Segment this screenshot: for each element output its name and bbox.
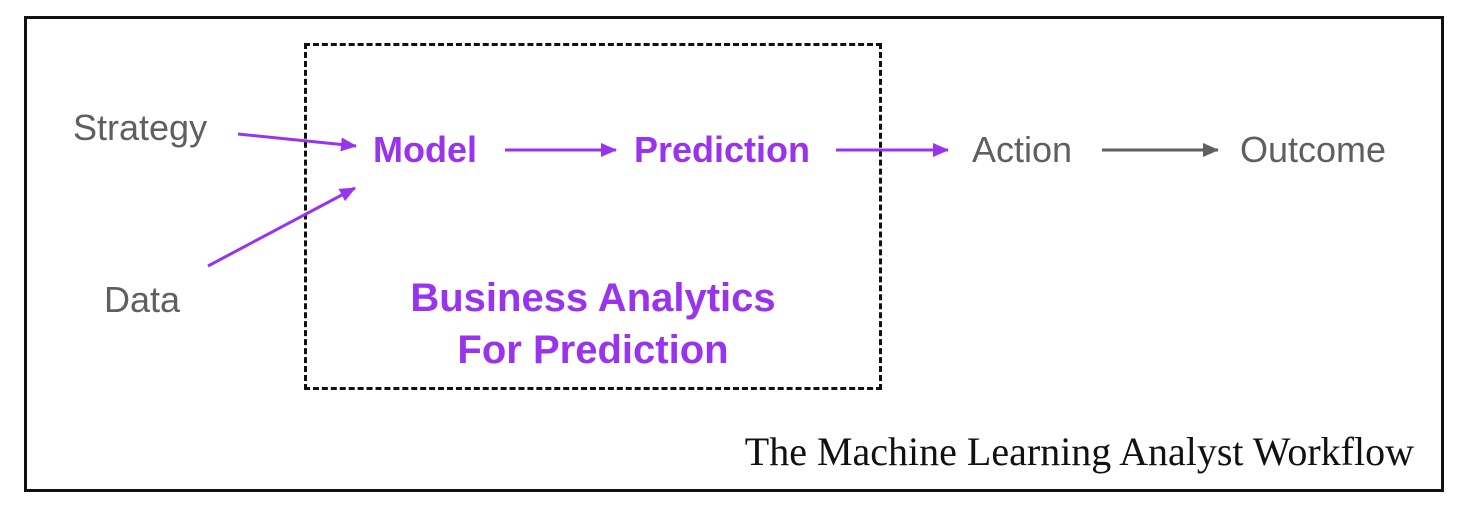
outcome-node: Outcome (1240, 129, 1387, 170)
data-label: Data (104, 279, 181, 320)
outer-frame (24, 16, 1444, 492)
strategy-label: Strategy (73, 107, 208, 148)
model-node: Model (373, 129, 477, 170)
prediction-group-box (304, 43, 882, 390)
group-label-line1: Business Analytics (410, 276, 776, 320)
group-label-line2: For Prediction (457, 328, 729, 372)
prediction-node: Prediction (634, 129, 811, 170)
arrow-data-to-model (207, 186, 356, 268)
diagram-caption: The Machine Learning Analyst Workflow (744, 429, 1414, 474)
action-node: Action (972, 129, 1073, 170)
arrow-strategy-to-model (237, 132, 357, 152)
group-label: Business Analytics For Prediction (304, 272, 882, 376)
